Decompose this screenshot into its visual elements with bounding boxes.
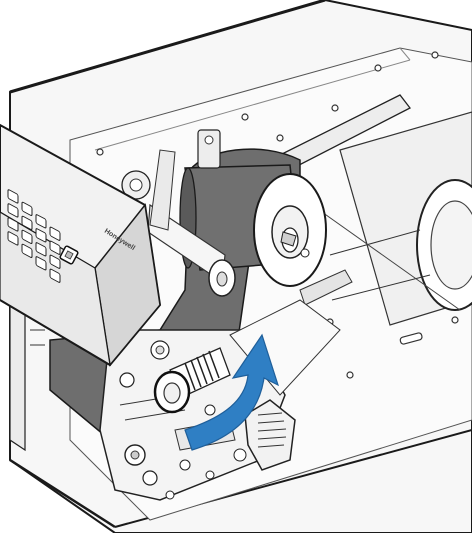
- rear-bracket: [121, 129, 221, 200]
- print-head-latch: [244, 399, 296, 471]
- panel-bottom-edge: [0, 299, 111, 366]
- curved-arrow-icon: [184, 333, 280, 451]
- supply-spindle: [329, 111, 472, 326]
- tension-spring: [153, 347, 231, 414]
- feed-button-icon: [59, 245, 79, 265]
- keypad-icon: [7, 189, 61, 283]
- ribbon-guide-roller: [147, 149, 236, 297]
- ribbon-roll: [179, 164, 327, 287]
